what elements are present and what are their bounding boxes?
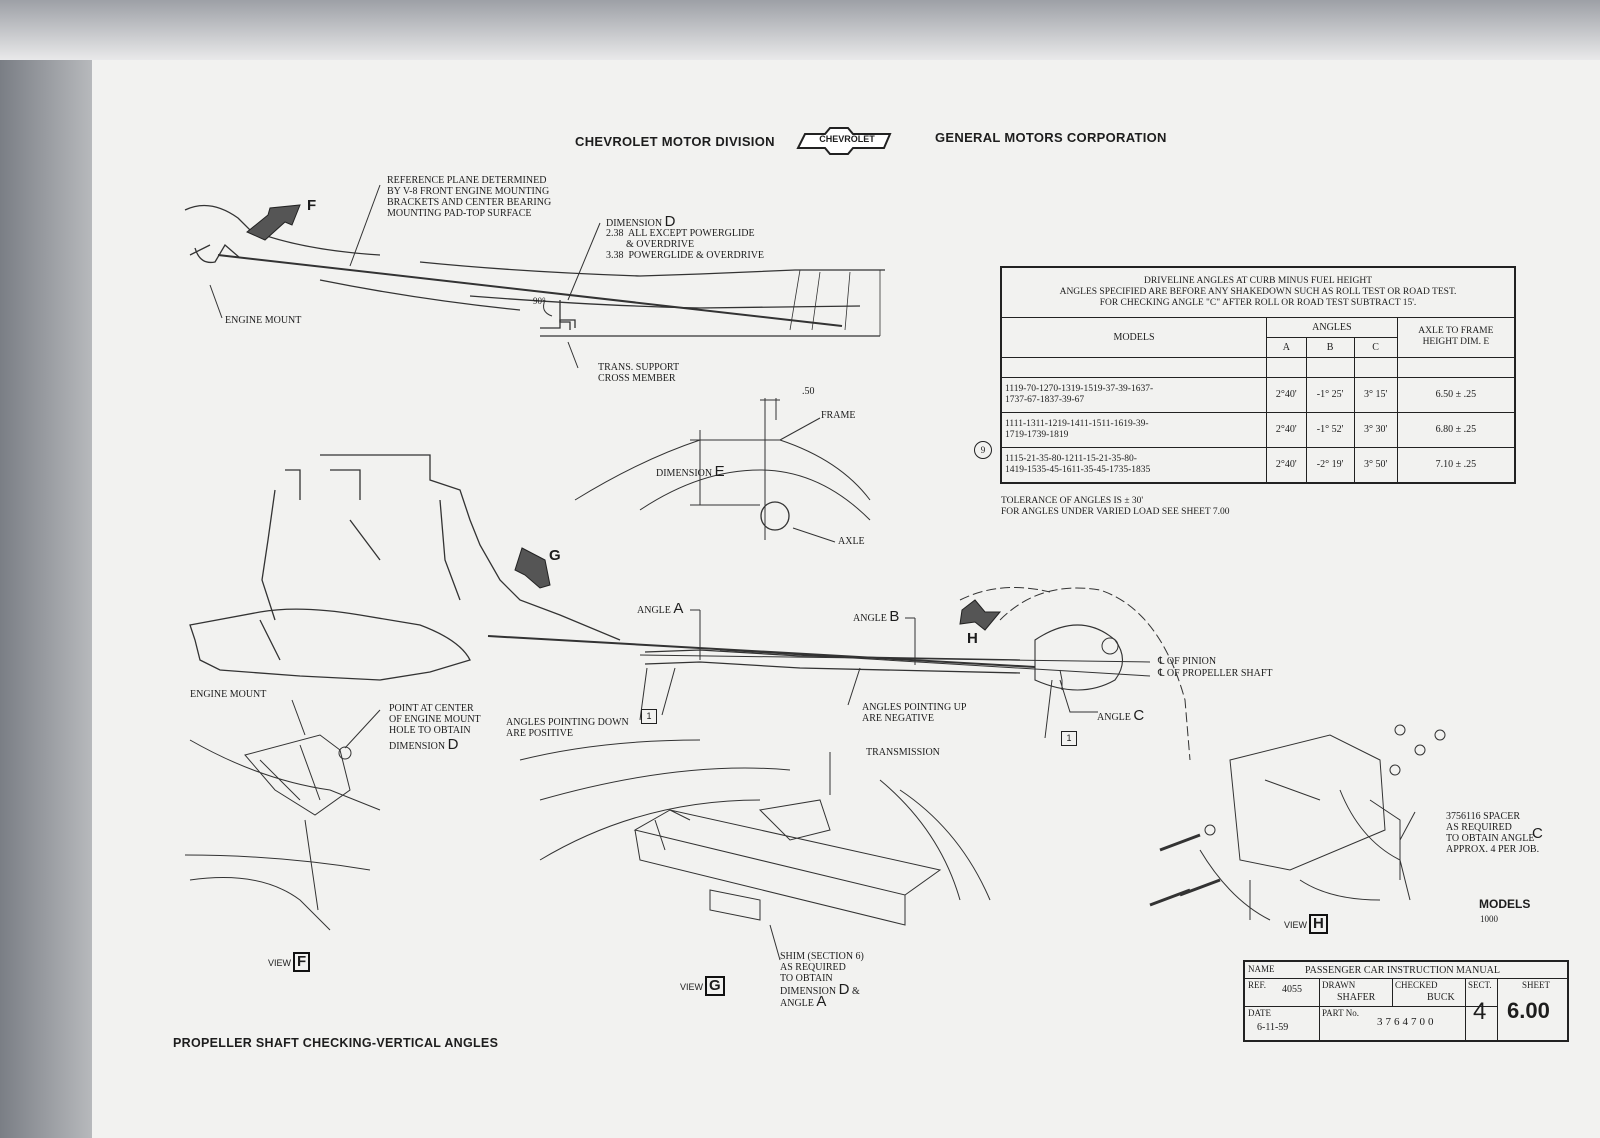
table-row: 1111-1311-1219-1411-1511-1619-39- 1719-1… <box>1000 411 1516 448</box>
view-h-bolts <box>1149 833 1221 907</box>
table-row: 1119-70-1270-1319-1519-37-39-1637- 1737-… <box>1000 376 1516 413</box>
propeller-shaft-tube <box>644 649 1021 674</box>
table-row: 1115-21-35-80-1211-15-21-35-80- 1419-153… <box>1000 446 1516 484</box>
side-engine-outline <box>189 454 621 681</box>
driveline-angles-table: DRIVELINE ANGLES AT CURB MINUS FUEL HEIG… <box>1000 266 1516 484</box>
sheet-label: SHEET <box>1522 980 1550 990</box>
scanner-edge <box>0 0 92 1138</box>
view-g-arrow-letter: G <box>549 547 561 564</box>
trans-support-label: TRANS. SUPPORT CROSS MEMBER <box>598 362 680 384</box>
view-f-arrow-letter: F <box>307 197 317 214</box>
shim-angle: ANGLE A <box>780 993 827 1010</box>
point-center-dimension: DIMENSION D <box>389 736 459 753</box>
axle-circle <box>760 501 790 531</box>
part-value: 3764700 <box>1377 1016 1437 1028</box>
table-title: DRIVELINE ANGLES AT CURB MINUS FUEL HEIG… <box>1000 266 1516 318</box>
title-block: NAME PASSENGER CAR INSTRUCTION MANUAL RE… <box>1243 960 1569 1042</box>
corporation-name: GENERAL MOTORS CORPORATION <box>935 130 1167 145</box>
reference-plane-line <box>217 254 843 327</box>
spacer-angle-letter: C <box>1532 825 1543 842</box>
sect-value: 4 <box>1473 998 1487 1025</box>
date-label: DATE <box>1248 1008 1271 1018</box>
rear-axle-outline <box>1034 624 1124 691</box>
rear-fender-outline <box>959 587 1191 761</box>
ref-label: REF. <box>1248 980 1267 990</box>
page-top-shadow <box>0 0 1600 60</box>
top-engine-outline <box>184 204 571 330</box>
view-g-arrow <box>514 547 551 589</box>
frame-detail <box>574 430 871 521</box>
top-frame-hatch <box>789 269 881 336</box>
view-f-arrow <box>246 204 301 241</box>
dimension-d-label: DIMENSION D <box>606 213 676 230</box>
axle-label: AXLE <box>838 536 865 547</box>
drawn-label: DRAWN <box>1322 980 1356 990</box>
spacer-quantity: APPROX. 4 PER JOB. <box>1446 844 1540 855</box>
models-value: 1000 <box>1480 914 1498 924</box>
top-trans-outline <box>419 261 885 337</box>
transmission-label: TRANSMISSION <box>866 747 940 758</box>
col-b-header: B <box>1305 336 1355 358</box>
checked-value: BUCK <box>1427 992 1455 1003</box>
col-models-header: MODELS <box>1000 316 1267 358</box>
shim-note: SHIM (SECTION 6) AS REQUIRED TO OBTAIN <box>780 951 864 984</box>
date-value: 6-11-59 <box>1257 1022 1289 1033</box>
centerline-pinion-label: ℄ OF PINION <box>1158 656 1217 667</box>
reference-plane-label: REFERENCE PLANE DETERMINED BY V-8 FRONT … <box>387 175 552 219</box>
drawing-title: PROPELLER SHAFT CHECKING-VERTICAL ANGLES <box>173 1036 499 1050</box>
name-value: PASSENGER CAR INSTRUCTION MANUAL <box>1305 965 1500 976</box>
dimension-e-label: DIMENSION E <box>656 463 725 480</box>
angle-c-label: ANGLE C <box>1097 707 1145 724</box>
division-name: CHEVROLET MOTOR DIVISION <box>575 134 775 149</box>
col-a-header: A <box>1266 336 1307 358</box>
view-g-crossmember <box>519 739 991 926</box>
spacer-note: 3756116 SPACER AS REQUIRED TO OBTAIN ANG… <box>1446 811 1535 844</box>
col-angles-header: ANGLES <box>1266 316 1398 338</box>
shim-dimension: DIMENSION D & <box>780 981 860 998</box>
ninety-degree-label: 90° <box>533 296 546 306</box>
cl-shaft-line <box>719 649 1151 677</box>
col-c-header: C <box>1353 336 1398 358</box>
sheet-value: 6.00 <box>1507 998 1550 1023</box>
chevrolet-bowtie-logo <box>796 127 892 155</box>
frame-label: FRAME <box>821 410 856 421</box>
engine-mount-top-label: ENGINE MOUNT <box>225 315 302 326</box>
angles-pointing-up-note: ANGLES POINTING UP ARE NEGATIVE <box>862 702 967 724</box>
part-label: PART No. <box>1322 1008 1359 1018</box>
view-h-bracket <box>1199 734 1411 921</box>
angle-b-label: ANGLE B <box>853 608 900 625</box>
frame-offset-label: .50 <box>802 386 815 397</box>
dimension-d-values: 2.38 ALL EXCEPT POWERGLIDE & OVERDRIVE 3… <box>606 228 765 261</box>
angles-pointing-down-note: ANGLES POINTING DOWN ARE POSITIVE <box>506 717 629 739</box>
ninety-degree-arc <box>543 299 553 317</box>
point-center-label: POINT AT CENTER OF ENGINE MOUNT HOLE TO … <box>389 703 481 736</box>
reference-square-a: 1 <box>641 709 657 724</box>
cl-pinion-line <box>639 654 1151 663</box>
engine-mount-mid-label: ENGINE MOUNT <box>190 689 267 700</box>
tolerance-note: TOLERANCE OF ANGLES IS ± 30' FOR ANGLES … <box>1001 496 1230 517</box>
reference-square-c: 1 <box>1061 731 1077 746</box>
name-label: NAME <box>1248 964 1275 974</box>
logo-text: CHEVROLET <box>819 134 875 144</box>
sect-label: SECT. <box>1468 980 1492 990</box>
side-driveline <box>487 635 1036 668</box>
centerline-shaft-label: ℄ OF PROPELLER SHAFT <box>1158 668 1273 679</box>
ref-value: 4055 <box>1282 984 1302 995</box>
revision-marker: 9 <box>974 441 992 459</box>
checked-label: CHECKED <box>1395 980 1438 990</box>
drawn-value: SHAFER <box>1337 992 1376 1003</box>
models-title: MODELS <box>1479 897 1531 911</box>
view-h-arrow-letter: H <box>967 630 978 647</box>
drawing-sheet <box>92 0 1600 1138</box>
angle-a-label: ANGLE A <box>637 600 684 617</box>
view-h-arrow <box>959 599 1002 631</box>
col-axle-header: AXLE TO FRAME HEIGHT DIM. E <box>1396 316 1516 358</box>
view-f-bracket <box>184 734 381 931</box>
